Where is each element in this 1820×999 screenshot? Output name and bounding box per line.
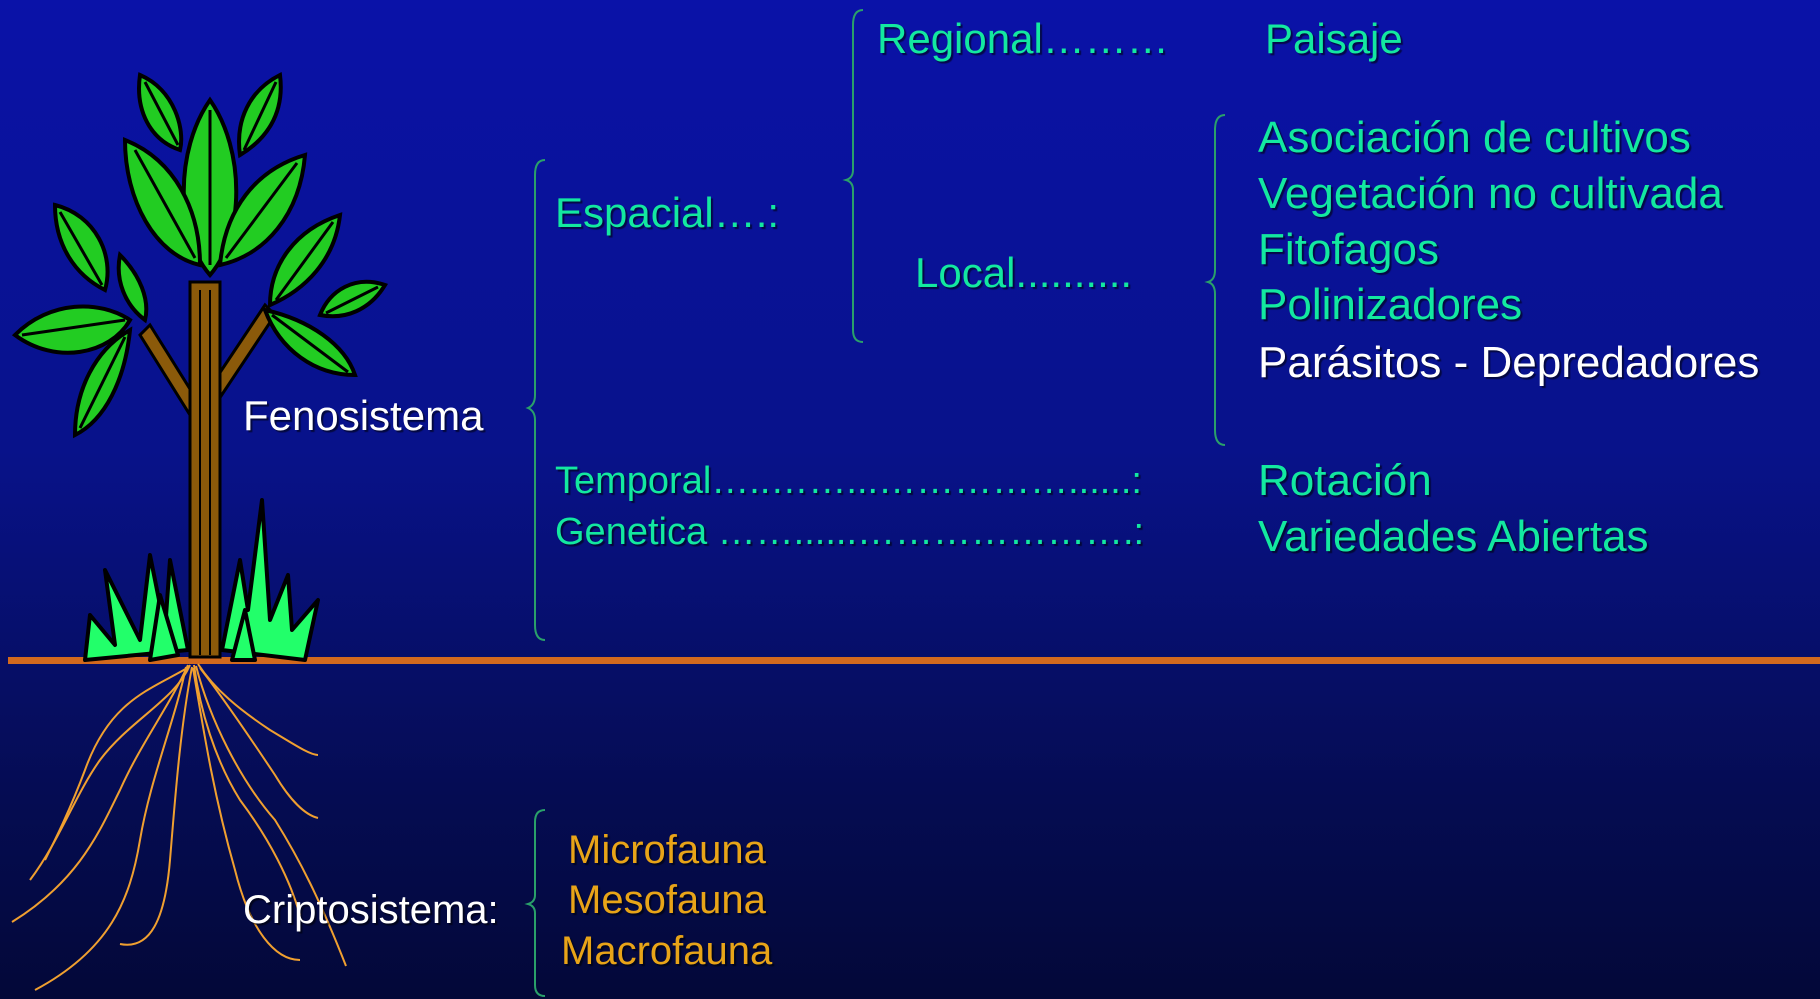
brace-espacial (846, 10, 863, 342)
local-label: Local.......... (915, 252, 1132, 294)
local-item: Asociación de cultivos (1258, 116, 1691, 160)
fauna-item: Mesofauna (568, 880, 766, 920)
roots-icon (12, 664, 346, 990)
fauna-item: Macrofauna (561, 931, 772, 971)
temporal-value: Rotación (1258, 459, 1432, 503)
fenosistema-label: Fenosistema (243, 395, 483, 437)
local-item: Parásitos - Depredadores (1258, 341, 1759, 385)
local-item: Fitofagos (1258, 228, 1439, 272)
brace-fenosistema (528, 160, 545, 640)
criptosistema-label: Criptosistema: (243, 890, 499, 930)
brace-criptosistema (528, 810, 545, 996)
genetica-label: Genetica ……......………………….: (555, 513, 1144, 551)
regional-value: Paisaje (1265, 18, 1403, 60)
genetica-value: Variedades Abiertas (1258, 515, 1649, 559)
local-item: Vegetación no cultivada (1258, 172, 1723, 216)
tree-icon (15, 75, 385, 657)
espacial-label: Espacial….: (555, 192, 779, 234)
brace-local (1208, 115, 1225, 445)
fauna-item: Microfauna (568, 830, 766, 870)
local-item: Polinizadores (1258, 283, 1522, 327)
temporal-label: Temporal…..……...……………......: (555, 462, 1142, 500)
regional-label: Regional……… (877, 18, 1169, 60)
